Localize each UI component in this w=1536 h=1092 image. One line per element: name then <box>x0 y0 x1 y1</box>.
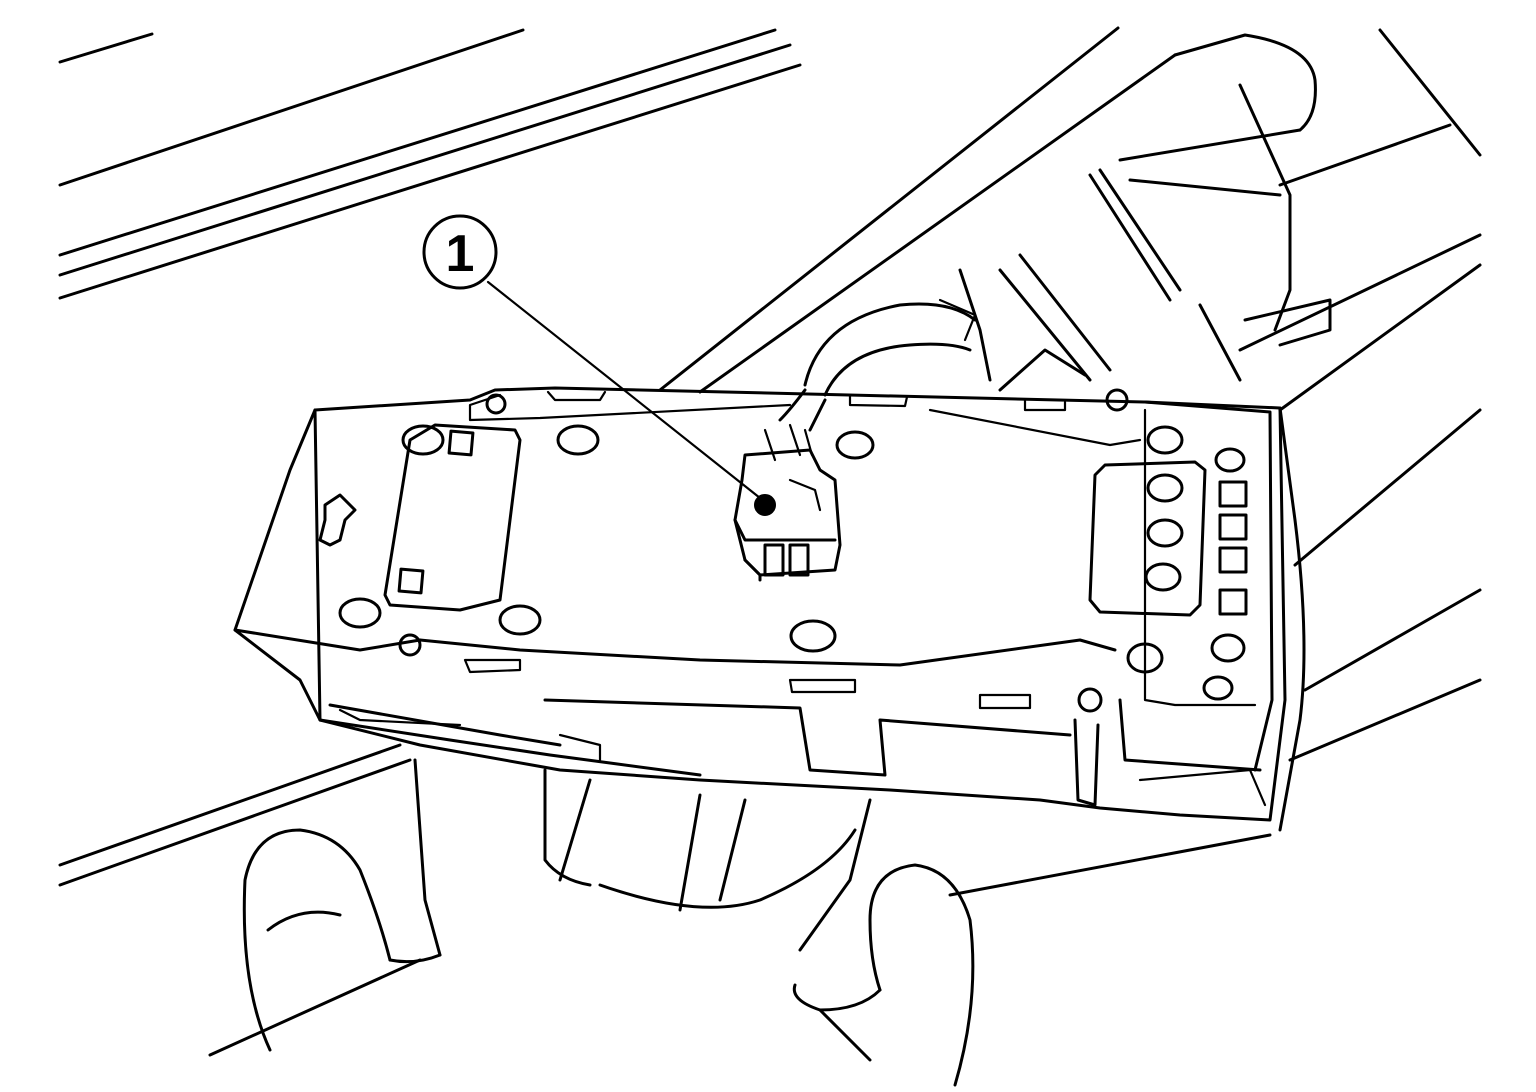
callout-leader-line <box>486 280 762 500</box>
right-connector-block <box>1088 408 1257 707</box>
unit-lower-details <box>338 658 1267 807</box>
callout-circle <box>422 214 498 290</box>
roof-panel-lines <box>58 26 1482 762</box>
left-bracket <box>318 423 522 612</box>
control-unit-housing <box>233 386 1306 832</box>
wire-harness <box>778 298 977 432</box>
callout-label-1: 1 <box>446 225 475 283</box>
electrical-connector <box>733 423 842 582</box>
lower-roof-lines <box>58 743 1272 1057</box>
callout-1: 1 <box>422 214 762 500</box>
hands <box>242 758 975 1087</box>
mounting-holes <box>338 388 1129 713</box>
